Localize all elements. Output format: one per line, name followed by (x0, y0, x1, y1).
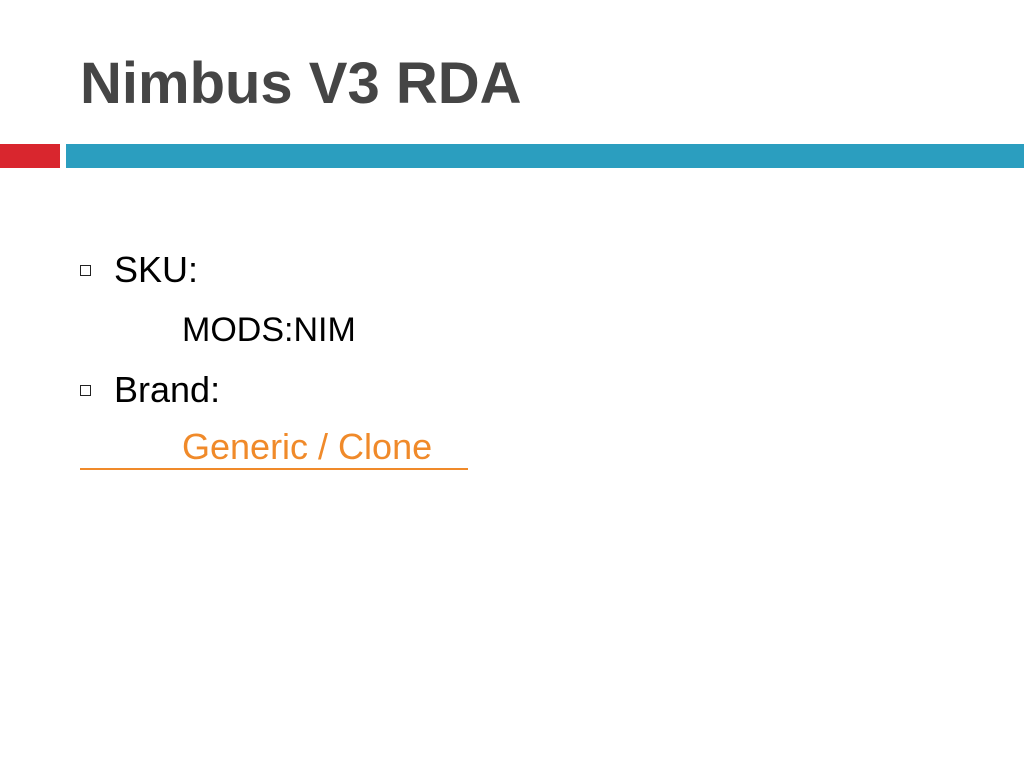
sku-label: SKU: (114, 249, 199, 290)
accent-bar-blue (66, 144, 1024, 168)
accent-bar-red (0, 144, 60, 168)
bullet-item-sku: SKU: (80, 248, 198, 292)
brand-label: Brand: (114, 369, 221, 410)
square-bullet-icon (80, 384, 91, 396)
brand-link-row[interactable]: Generic / Clone (80, 425, 468, 473)
square-bullet-icon (80, 264, 91, 276)
brand-link[interactable]: Generic / Clone (182, 426, 433, 467)
slide-title: Nimbus V3 RDA (80, 51, 522, 116)
link-underline (80, 468, 468, 470)
sku-value: MODS:NIM (182, 311, 356, 349)
bullet-item-brand: Brand: (80, 368, 220, 412)
